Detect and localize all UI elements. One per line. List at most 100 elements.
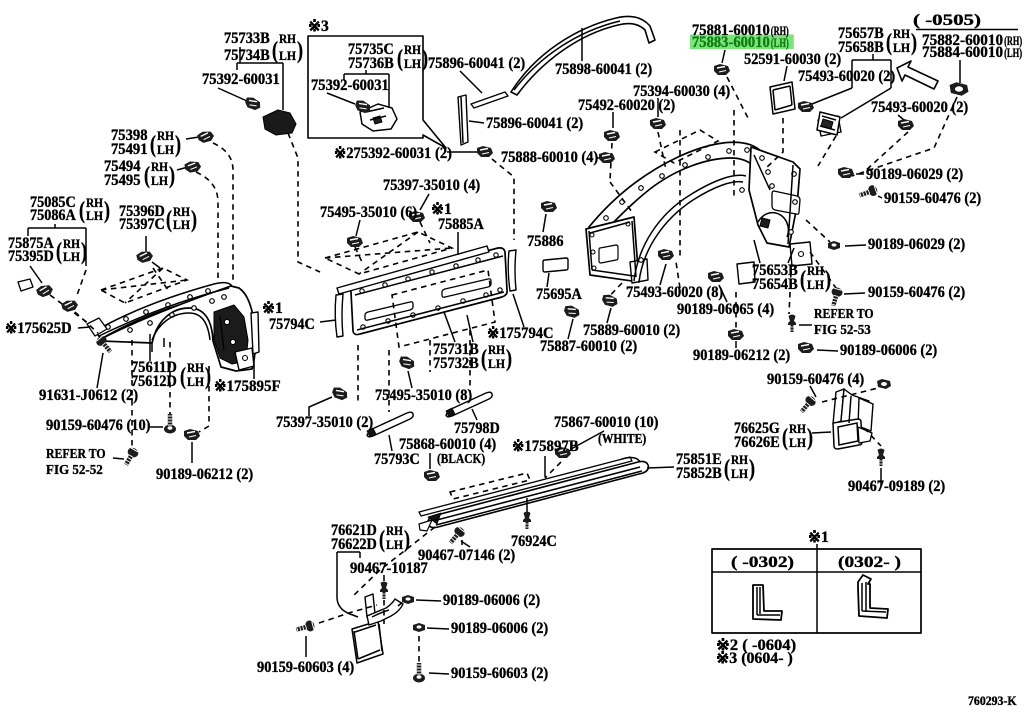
- svg-text:RH: RH: [86, 196, 103, 210]
- svg-text:90467-10187: 90467-10187: [350, 560, 428, 577]
- svg-text:): ): [911, 30, 917, 56]
- svg-text:75086A: 75086A: [30, 207, 77, 224]
- svg-text:(: (: [166, 207, 172, 233]
- svg-text:※3: ※3: [308, 18, 329, 35]
- svg-text:RH: RH: [807, 264, 824, 278]
- svg-text:): ): [807, 425, 813, 451]
- svg-text:): ): [749, 456, 755, 482]
- svg-text:90159-60603 (4): 90159-60603 (4): [257, 659, 354, 676]
- svg-text:(0302- ): (0302- ): [838, 554, 901, 571]
- svg-text:75085C: 75085C: [30, 194, 76, 211]
- svg-text:75875A: 75875A: [8, 235, 55, 252]
- svg-text:FIG 52-53: FIG 52-53: [814, 322, 871, 337]
- svg-text:75394-60030 (4): 75394-60030 (4): [633, 83, 730, 100]
- svg-text:75736B: 75736B: [348, 55, 394, 72]
- svg-text:75494: 75494: [104, 158, 141, 175]
- svg-text:): ): [422, 46, 428, 72]
- svg-text:75798D: 75798D: [454, 420, 500, 437]
- svg-text:75611D: 75611D: [131, 359, 177, 376]
- svg-text:75495-35010 (6): 75495-35010 (6): [320, 204, 417, 221]
- svg-text:75882-60010: 75882-60010: [922, 32, 1003, 49]
- svg-text:RH: RH: [893, 27, 910, 41]
- svg-text:LH: LH: [86, 209, 103, 223]
- svg-text:LH: LH: [893, 41, 910, 55]
- svg-text:): ): [205, 364, 211, 390]
- svg-text:90159-60476 (10): 90159-60476 (10): [46, 417, 151, 434]
- svg-text:76924C: 76924C: [511, 533, 557, 550]
- svg-text:75731B: 75731B: [433, 341, 479, 358]
- svg-text:LH: LH: [488, 357, 505, 371]
- svg-text:LH: LH: [151, 174, 168, 188]
- svg-text:75495: 75495: [104, 172, 141, 189]
- svg-text:75653B: 75653B: [752, 262, 798, 279]
- svg-text:RH: RH: [279, 32, 296, 46]
- svg-text:REFER TO: REFER TO: [814, 306, 874, 321]
- svg-text:75493-60020 (8): 75493-60020 (8): [626, 284, 723, 301]
- svg-text:RH: RH: [151, 160, 168, 174]
- svg-text:RH: RH: [63, 237, 80, 251]
- svg-text:RH: RH: [789, 422, 806, 436]
- svg-text:90159-60476 (2): 90159-60476 (2): [884, 190, 981, 207]
- svg-text:75793C: 75793C: [374, 451, 420, 468]
- svg-text:75886: 75886: [527, 233, 564, 250]
- svg-text:90159-60603 (2): 90159-60603 (2): [451, 665, 548, 682]
- svg-text:76625G: 76625G: [734, 420, 780, 437]
- svg-text:): ): [404, 527, 410, 553]
- svg-text:90189-06029 (2): 90189-06029 (2): [868, 236, 965, 253]
- svg-text:RH: RH: [404, 43, 421, 57]
- svg-text:LH: LH: [63, 250, 80, 264]
- svg-text:※275392-60031 (2): ※275392-60031 (2): [334, 145, 452, 162]
- svg-text:75881-60010: 75881-60010: [692, 22, 770, 39]
- svg-text:(LH): (LH): [1004, 46, 1022, 60]
- svg-text:90189-06065 (4): 90189-06065 (4): [677, 301, 774, 318]
- svg-text:(BLACK): (BLACK): [437, 451, 485, 466]
- svg-text:※175794C: ※175794C: [487, 325, 554, 342]
- svg-text:75734B: 75734B: [224, 47, 270, 64]
- svg-text:90189-06212 (2): 90189-06212 (2): [693, 347, 790, 364]
- svg-text:( -0302): ( -0302): [731, 554, 794, 571]
- svg-text:RH: RH: [488, 343, 505, 357]
- svg-text:75397-35010 (4): 75397-35010 (4): [383, 177, 480, 194]
- svg-text:75612D: 75612D: [131, 373, 177, 390]
- svg-text:LH: LH: [173, 218, 190, 232]
- svg-text:75398: 75398: [111, 127, 148, 144]
- svg-text:75883-60010: 75883-60010: [692, 34, 770, 51]
- svg-text:(: (: [379, 527, 385, 553]
- svg-text:75867-60010 (10): 75867-60010 (10): [554, 414, 659, 431]
- svg-text:FIG 52-52: FIG 52-52: [46, 462, 103, 477]
- svg-text:75392-60031: 75392-60031: [202, 71, 280, 88]
- svg-text:(WHITE): (WHITE): [598, 431, 646, 446]
- svg-text:75491: 75491: [111, 141, 148, 158]
- svg-text:75887-60010 (2): 75887-60010 (2): [540, 338, 637, 355]
- svg-text:(LH): (LH): [771, 36, 789, 50]
- svg-text:): ): [104, 198, 110, 224]
- svg-text:(: (: [800, 267, 806, 293]
- svg-text:): ): [506, 346, 512, 372]
- svg-text:75657B: 75657B: [838, 25, 884, 42]
- svg-text:760293-K: 760293-K: [968, 693, 1017, 707]
- svg-text:(: (: [481, 346, 487, 372]
- svg-text:(: (: [397, 46, 403, 72]
- svg-text:(RH): (RH): [1004, 34, 1022, 48]
- svg-text:75397C: 75397C: [119, 216, 165, 233]
- svg-text:LH: LH: [789, 436, 806, 450]
- svg-text:75851E: 75851E: [676, 451, 722, 468]
- svg-text:90467-09189 (2): 90467-09189 (2): [848, 478, 945, 495]
- svg-text:LH: LH: [731, 467, 748, 481]
- svg-text:): ): [191, 207, 197, 233]
- svg-text:RH: RH: [731, 453, 748, 467]
- svg-text:75896-60041 (2): 75896-60041 (2): [428, 55, 525, 72]
- svg-text:75888-60010 (4): 75888-60010 (4): [501, 149, 598, 166]
- svg-text:75495-35010 (8): 75495-35010 (8): [375, 387, 472, 404]
- svg-text:※2 ( -0604): ※2 ( -0604): [716, 637, 796, 654]
- svg-text:75392-60031: 75392-60031: [311, 77, 389, 94]
- svg-text:90467-07146 (2): 90467-07146 (2): [418, 547, 515, 564]
- svg-text:52591-60030 (2): 52591-60030 (2): [744, 51, 841, 68]
- svg-text:(: (: [79, 198, 85, 224]
- svg-text:75695A: 75695A: [536, 286, 583, 303]
- svg-text:75733B: 75733B: [224, 30, 270, 47]
- svg-text:RH: RH: [187, 361, 204, 375]
- svg-text:76626E: 76626E: [734, 434, 780, 451]
- svg-text:※175897B: ※175897B: [512, 438, 579, 455]
- svg-text:91631-J0612 (2): 91631-J0612 (2): [39, 387, 138, 404]
